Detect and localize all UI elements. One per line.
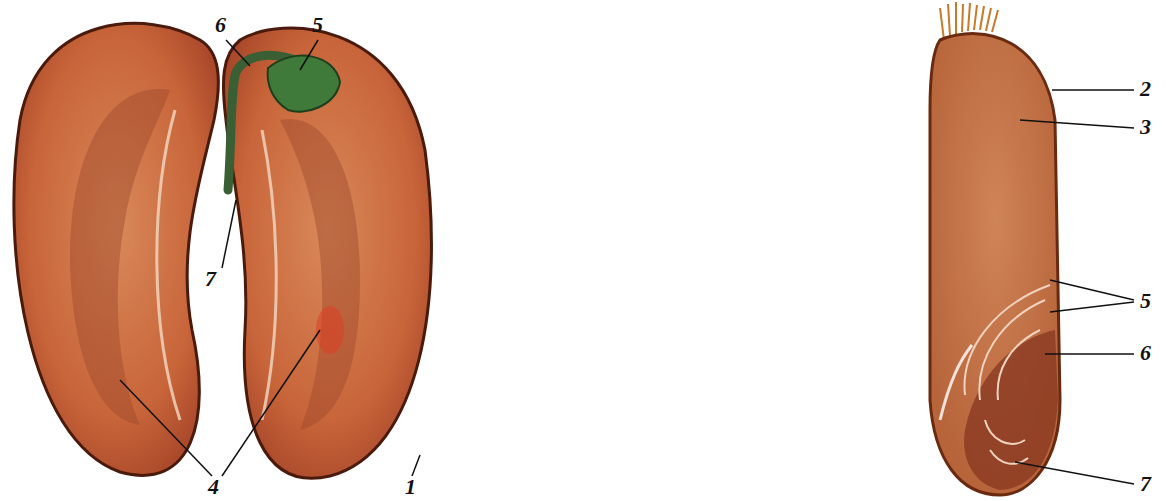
coleoptile — [965, 285, 1050, 400]
highlight — [157, 110, 180, 420]
callout-number: 6 — [215, 14, 226, 36]
callout-number: 5 — [312, 14, 323, 36]
shading — [280, 119, 360, 430]
leader-lines — [120, 40, 1134, 484]
callout-number: 4 — [208, 476, 219, 498]
callout-number: 2 — [1140, 78, 1151, 100]
callout-number: 6 — [1140, 342, 1151, 364]
callout-number: 3 — [1140, 116, 1151, 138]
highlight — [262, 130, 276, 420]
callout-number: 7 — [205, 268, 216, 290]
shading — [70, 89, 170, 425]
radicle — [985, 420, 1028, 464]
callout-number: 5 — [1140, 290, 1151, 312]
shading — [316, 306, 344, 354]
callout-number: 1 — [405, 476, 416, 498]
cotyledon — [223, 28, 431, 478]
grain — [930, 34, 1060, 495]
highlight — [940, 345, 972, 420]
cotyledon — [14, 23, 218, 475]
callout-number: 7 — [1140, 473, 1151, 495]
